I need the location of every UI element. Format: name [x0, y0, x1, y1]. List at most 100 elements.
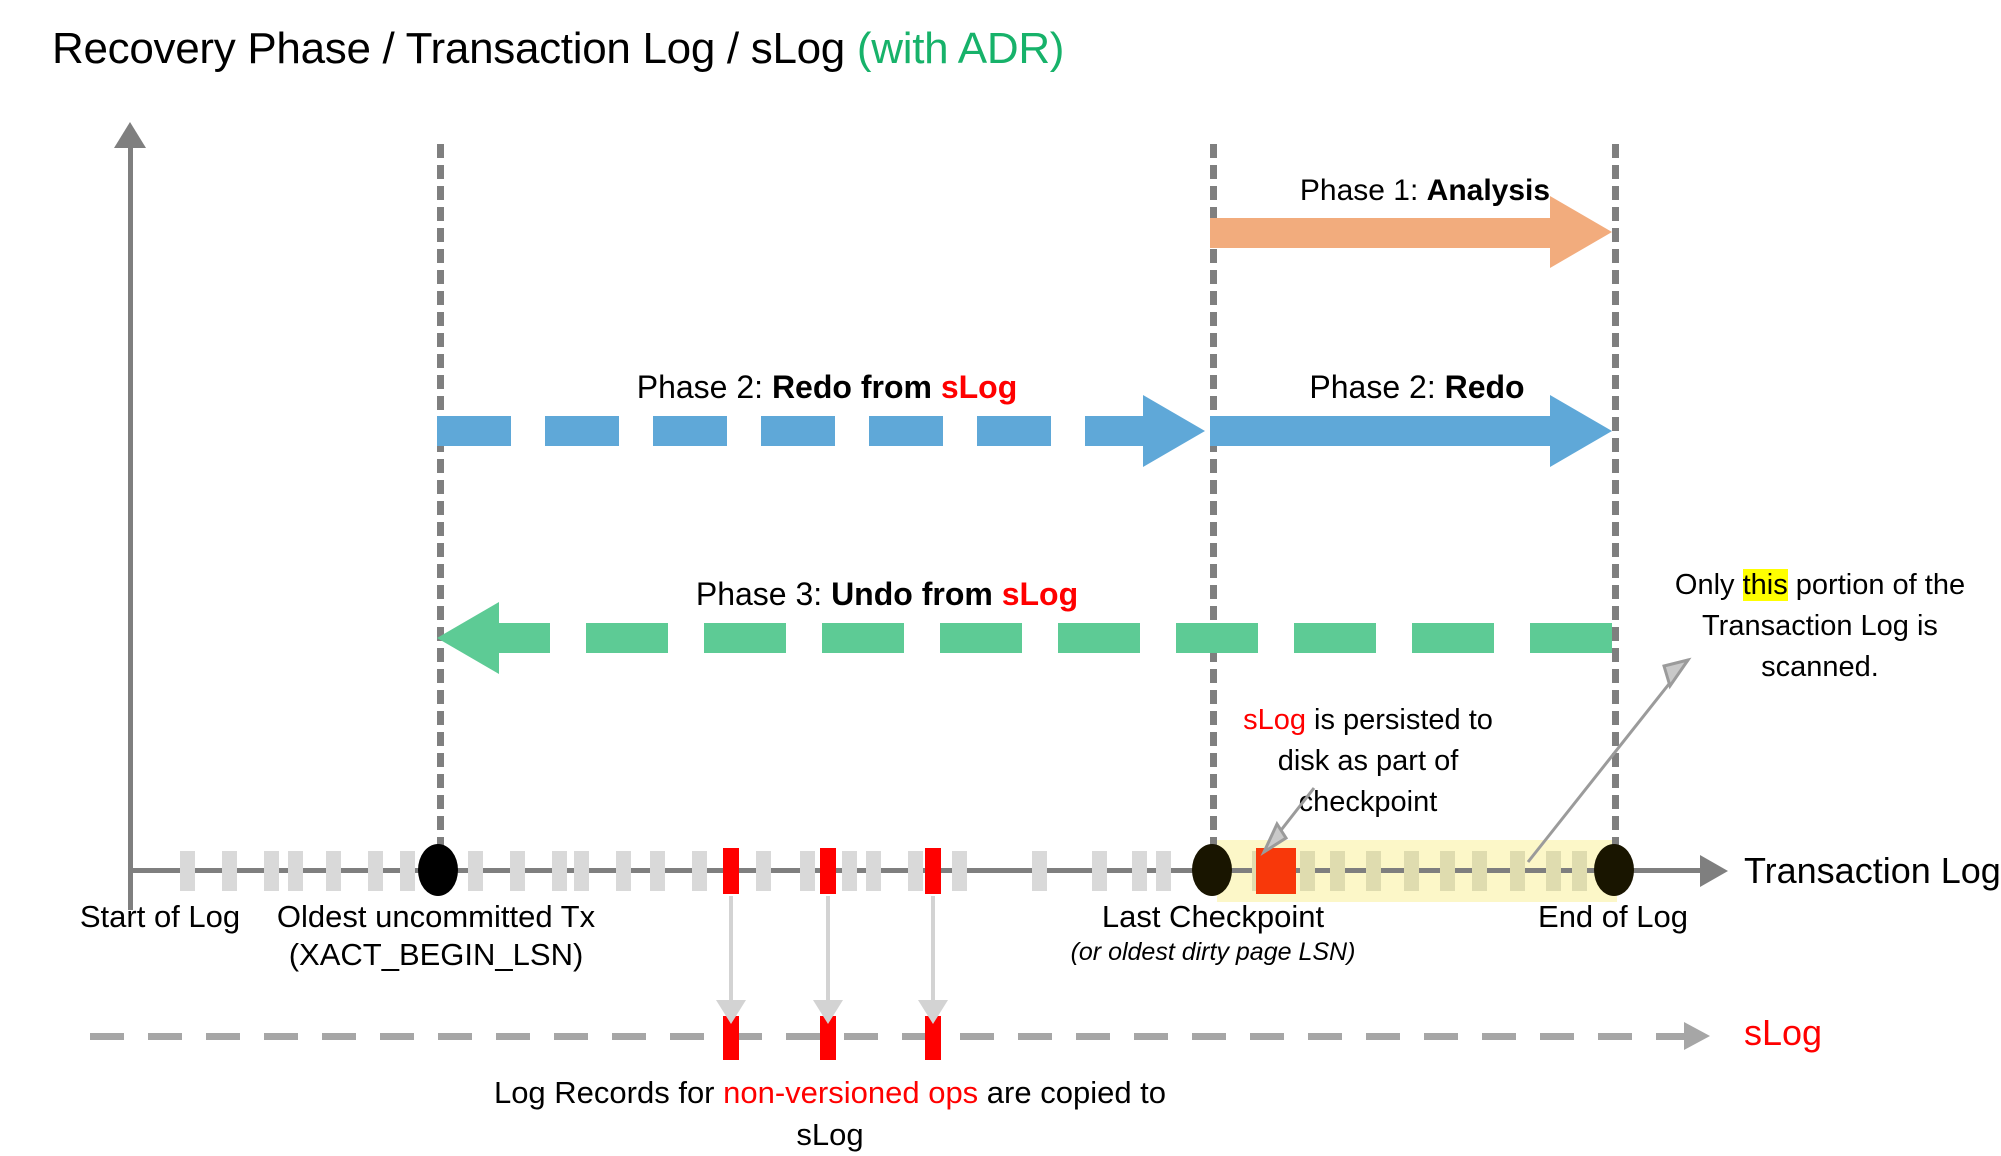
- phase-2-slog-name: Redo from: [771, 369, 941, 405]
- log-record: [368, 851, 383, 891]
- copy-to-slog-connector: [729, 896, 733, 1006]
- log-record: [1546, 851, 1561, 891]
- caption-lead: Log Records for: [493, 1075, 724, 1110]
- annotation-scanned-portion: Only this portion of the Transaction Log…: [1640, 565, 2000, 688]
- log-record: [1300, 851, 1315, 891]
- label-ckpt-main: Last Checkpoint: [1101, 899, 1325, 934]
- log-record: [1404, 851, 1419, 891]
- phase-3-prefix: Phase 3:: [695, 576, 832, 612]
- phase-2-slog-prefix: Phase 2:: [636, 369, 772, 405]
- label-end-of-log: End of Log: [1538, 899, 1688, 934]
- phase-1-name: Analysis: [1426, 174, 1551, 207]
- log-record: [1330, 851, 1345, 891]
- page-title: Recovery Phase / Transaction Log / sLog …: [52, 22, 1064, 76]
- log-record: [1132, 851, 1147, 891]
- transaction-log-arrowhead-icon: [1700, 855, 1728, 887]
- log-record: [288, 851, 303, 891]
- title-adr-suffix: (with ADR): [856, 24, 1065, 73]
- guide-line-last-checkpoint: [1210, 144, 1217, 872]
- phase-2-redo-arrow-shaft: [1210, 416, 1554, 446]
- non-versioned-log-record: [820, 848, 836, 894]
- log-record: [180, 851, 195, 891]
- log-record: [1572, 851, 1587, 891]
- annotation-scan-rest: portion of the Transaction Log is scanne…: [1702, 569, 1966, 683]
- phase-2-slog-arrowhead-icon: [1143, 395, 1205, 467]
- caption-rest: are copied to sLog: [796, 1075, 1167, 1152]
- phase-3-emphasis: sLog: [1001, 576, 1079, 612]
- log-record: [692, 851, 707, 891]
- label-oldest-sub: (XACT_BEGIN_LSN): [288, 937, 584, 972]
- log-record: [650, 851, 665, 891]
- annotation-slog-rest: is persisted to disk as part of checkpoi…: [1277, 704, 1493, 818]
- copy-to-slog-connector: [931, 896, 935, 1006]
- phase-3-undo-from-slog-arrow: [437, 602, 1612, 674]
- node-end-of-log: [1594, 844, 1634, 896]
- log-record: [1440, 851, 1455, 891]
- log-record: [574, 851, 589, 891]
- phase-2-redo-from-slog-arrow: [437, 395, 1217, 467]
- phase-2-redo-prefix: Phase 2:: [1309, 369, 1445, 405]
- phase-3-arrowhead-icon: [437, 602, 499, 674]
- vertical-axis-line: [128, 140, 133, 910]
- phase-2-slog-label: Phase 2: Redo from sLog: [447, 368, 1207, 406]
- log-record: [1510, 851, 1525, 891]
- caption-emphasis: non-versioned ops: [723, 1075, 979, 1110]
- phase-3-name: Undo from: [831, 576, 1002, 612]
- log-record: [952, 851, 967, 891]
- phase-1-arrow-shaft: [1210, 218, 1554, 248]
- non-versioned-log-record: [925, 848, 941, 894]
- log-record: [616, 851, 631, 891]
- log-record: [1472, 851, 1487, 891]
- label-oldest-uncommitted-tx: Oldest uncommitted Tx (XACT_BEGIN_LSN): [246, 898, 626, 974]
- annotation-slog-emphasis: sLog: [1243, 704, 1306, 736]
- phase-3-arrow-shaft-dashed: [495, 623, 1612, 653]
- annotation-slog-persisted: sLog is persisted to disk as part of che…: [1222, 700, 1514, 823]
- log-record: [1032, 851, 1047, 891]
- slog-persisted-record: [1256, 848, 1296, 894]
- slog-record: [820, 1016, 836, 1060]
- phase-1-label: Phase 1: Analysis: [1238, 172, 1612, 210]
- label-start-of-log: Start of Log: [79, 899, 241, 934]
- phase-1-prefix: Phase 1:: [1299, 174, 1427, 207]
- log-record: [1092, 851, 1107, 891]
- log-record: [468, 851, 483, 891]
- label-last-checkpoint: Last Checkpoint (or oldest dirty page LS…: [1058, 898, 1368, 968]
- log-record: [222, 851, 237, 891]
- annotation-scan-highlight: this: [1742, 569, 1788, 601]
- axis-title-transaction-log: Transaction Log: [1744, 850, 2001, 891]
- phase-2-redo-name: Redo: [1444, 369, 1525, 405]
- log-record: [756, 851, 771, 891]
- node-oldest-uncommitted-tx: [418, 844, 458, 896]
- log-record: [552, 851, 567, 891]
- annotation-scan-lead: Only: [1674, 569, 1743, 601]
- log-record: [1156, 851, 1171, 891]
- phase-1-arrowhead-icon: [1550, 196, 1612, 268]
- slog-axis-line-dashed: [90, 1033, 1684, 1040]
- phase-2-redo-arrow: [1210, 395, 1612, 467]
- guide-line-oldest-tx: [437, 144, 444, 872]
- node-last-checkpoint: [1192, 844, 1232, 896]
- phase-2-slog-emphasis: sLog: [940, 369, 1018, 405]
- axis-title-slog: sLog: [1744, 1012, 1823, 1053]
- log-record: [908, 851, 923, 891]
- guide-line-end-of-log: [1612, 144, 1619, 872]
- copy-to-slog-connector: [826, 896, 830, 1006]
- slog-arrowhead-icon: [1684, 1022, 1710, 1050]
- log-record: [800, 851, 815, 891]
- phase-3-label: Phase 3: Undo from sLog: [447, 575, 1327, 613]
- log-record: [510, 851, 525, 891]
- log-record: [400, 851, 415, 891]
- copy-to-slog-arrowhead-icon: [716, 1000, 746, 1024]
- log-record: [264, 851, 279, 891]
- caption-slog-copy: Log Records for non-versioned ops are co…: [480, 1072, 1180, 1156]
- log-record: [842, 851, 857, 891]
- non-versioned-log-record: [723, 848, 739, 894]
- phase-1-analysis-arrow: [1210, 196, 1612, 268]
- log-record: [326, 851, 341, 891]
- slog-record: [723, 1016, 739, 1060]
- log-record: [1366, 851, 1381, 891]
- copy-to-slog-arrowhead-icon: [813, 1000, 843, 1024]
- phase-2-redo-arrowhead-icon: [1550, 395, 1612, 467]
- copy-to-slog-arrowhead-icon: [918, 1000, 948, 1024]
